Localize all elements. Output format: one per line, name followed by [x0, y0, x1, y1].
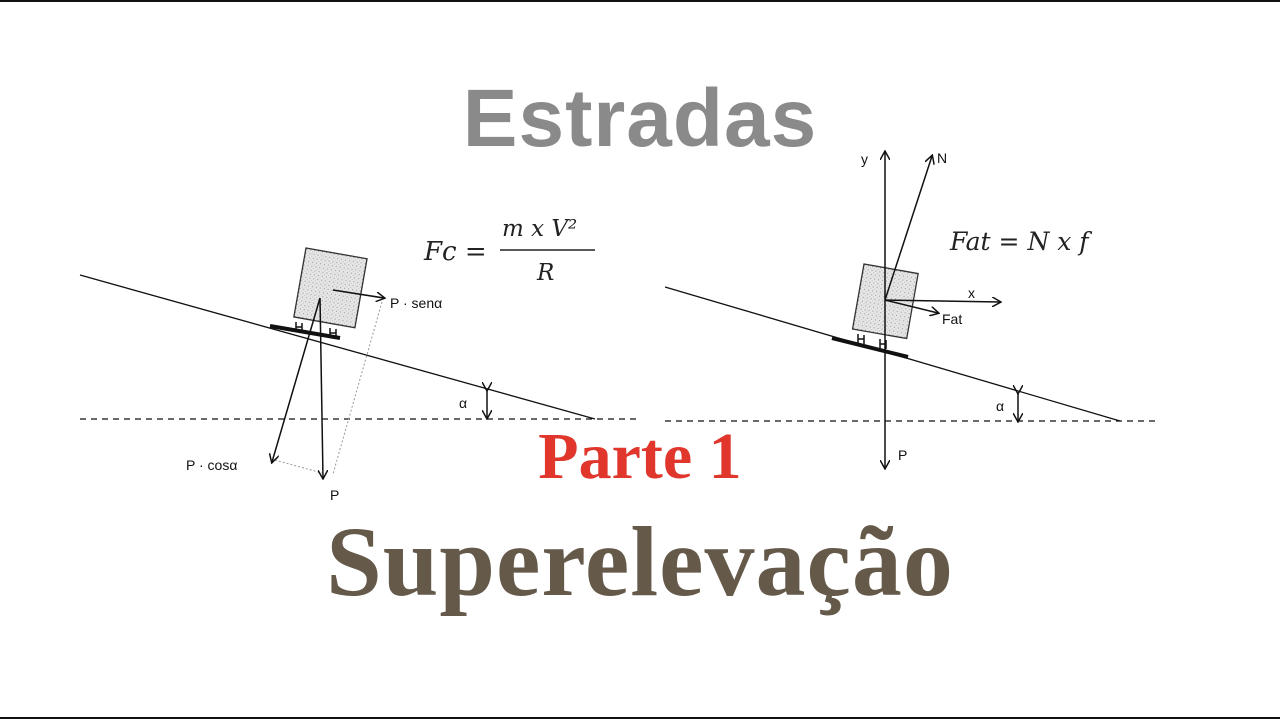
left-wheel-marks [295, 322, 337, 338]
label-fat: Fat [942, 311, 962, 327]
arrow-p-sin [332, 289, 384, 298]
bottom-border [0, 717, 1280, 719]
formula-fat: Fat = N x f [949, 227, 1092, 256]
left-diagram: P · senα P · cosα P α Fc = m x V² R [79, 216, 640, 503]
left-road-plate [269, 324, 341, 340]
label-p-right: P [898, 447, 907, 463]
formula-fc-denominator: R [536, 260, 554, 286]
main-title: Superelevação [326, 506, 954, 617]
axis-x [884, 300, 1000, 302]
label-p-left: P [330, 487, 339, 503]
label-alpha-right: α [996, 398, 1004, 414]
label-p-cos: P · cosα [186, 457, 237, 473]
heading-estradas: Estradas [462, 73, 818, 164]
label-p-sin: P · senα [390, 295, 442, 311]
left-component-guide [332, 301, 383, 475]
arrow-p-left [320, 297, 323, 478]
left-component-guide-2 [274, 459, 323, 474]
formula-fc-lhs: Fc = [423, 237, 487, 267]
label-n: N [937, 150, 947, 166]
right-road-plate [831, 336, 909, 359]
formula-fc-numerator: m x V² [502, 216, 577, 242]
label-alpha-left: α [459, 395, 467, 411]
top-border [0, 0, 1280, 2]
arrow-fat [884, 299, 938, 313]
formula-fc: Fc = m x V² R [423, 216, 595, 286]
arrow-n [884, 156, 932, 301]
part-label: Parte 1 [538, 420, 742, 493]
arrow-p-cos [272, 297, 321, 462]
label-y: y [861, 151, 868, 167]
right-diagram: y N x Fat P α Fat = N x f [664, 150, 1155, 468]
label-x: x [968, 285, 975, 301]
left-road-incline [79, 274, 596, 420]
left-vehicle-block [293, 247, 368, 329]
